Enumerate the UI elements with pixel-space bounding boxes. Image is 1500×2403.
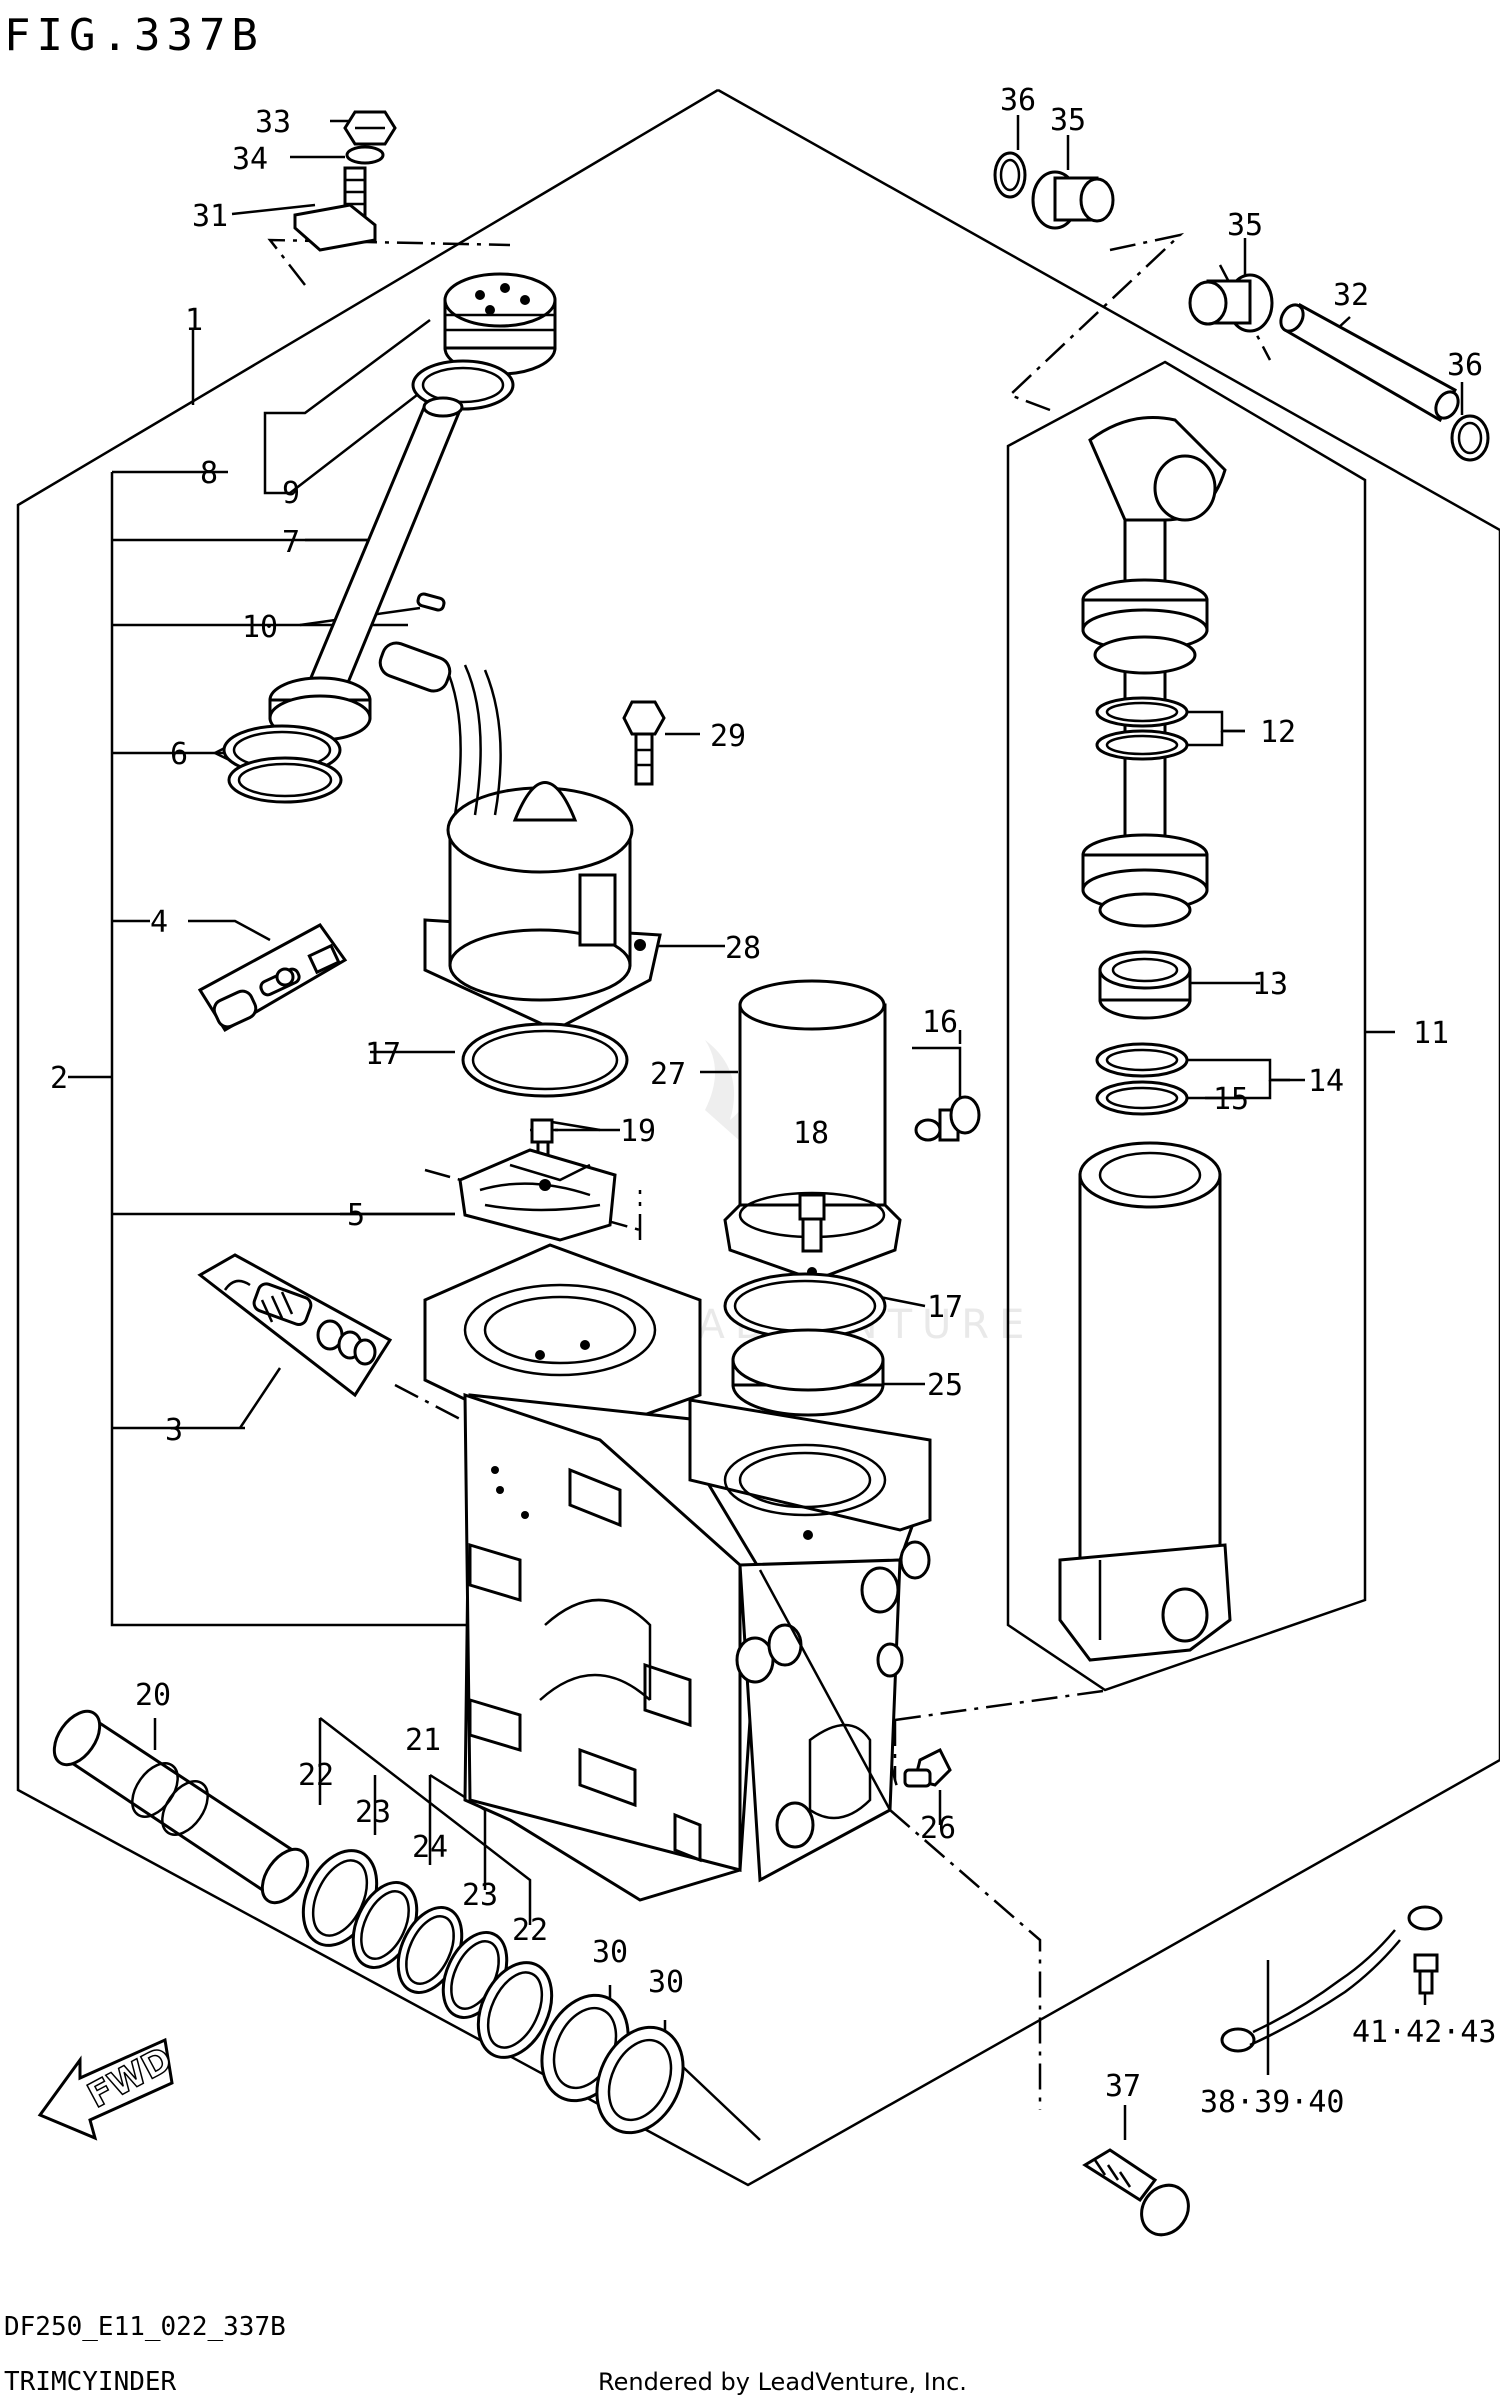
part-35-bushing-lower <box>1188 273 1274 333</box>
callout-38-39-40: 38·39·40 <box>1200 2085 1345 2120</box>
part-10-pin <box>416 592 446 612</box>
svg-text:FWD: FWD <box>81 2039 178 2116</box>
callout-29: 29 <box>710 719 746 754</box>
callout-6: 6 <box>170 737 188 772</box>
callout-9: 9 <box>282 476 300 511</box>
callout-30-left: 30 <box>592 1935 628 1970</box>
callout-5: 5 <box>347 1198 365 1233</box>
part-8-cap <box>443 272 557 376</box>
rendered-by-credit: Rendered by LeadVenture, Inc. <box>598 2368 967 2396</box>
callout-3: 3 <box>165 1413 183 1448</box>
callout-17-upper: 17 <box>365 1037 401 1072</box>
callout-36-upper: 36 <box>1000 83 1036 118</box>
assembly-boundary-main <box>16 88 1500 2187</box>
callout-28: 28 <box>725 931 761 966</box>
callout-14: 14 <box>1308 1064 1344 1099</box>
part-30-washer-b <box>595 2025 685 2135</box>
callout-labels: 1 2 3 4 5 6 7 8 9 10 11 12 13 14 15 16 1… <box>50 83 1497 2120</box>
fwd-arrow-icon: FWD <box>37 2037 179 2141</box>
part-36-snap-ring-lower <box>1450 414 1490 462</box>
part-37-bolt <box>1082 2148 1190 2237</box>
part-20-shaft <box>52 1709 310 1905</box>
part-27-reservoir <box>723 979 902 1282</box>
callout-21: 21 <box>405 1723 441 1758</box>
figure-title: FIG.337B <box>4 10 264 61</box>
callout-16: 16 <box>922 1005 958 1040</box>
part-2-pump-housing <box>423 1243 932 1902</box>
part-34-washer <box>345 145 385 165</box>
callout-12: 12 <box>1260 715 1296 750</box>
callout-32: 32 <box>1333 278 1369 313</box>
part-32-pin <box>1279 302 1460 423</box>
part-17-o-ring-lower <box>723 1272 887 1340</box>
callout-35-lower: 35 <box>1227 208 1263 243</box>
part-4-valve <box>197 923 348 1033</box>
part-36-snap-ring-upper <box>993 151 1027 199</box>
callout-2: 2 <box>50 1061 68 1096</box>
part-29-bolt <box>622 700 666 786</box>
callout-35-upper: 35 <box>1050 103 1086 138</box>
part-11-piston-rod <box>1081 416 1227 928</box>
callout-27: 27 <box>650 1057 686 1092</box>
callout-11: 11 <box>1413 1016 1449 1051</box>
assembly-boundary-cylinder <box>1006 360 1367 1692</box>
callout-7: 7 <box>282 525 300 560</box>
callout-10: 10 <box>242 610 278 645</box>
part-17-o-ring-upper <box>461 1022 629 1098</box>
part-26-bolt <box>903 1747 952 1788</box>
callout-18: 18 <box>793 1116 829 1151</box>
callout-36-lower: 36 <box>1447 348 1483 383</box>
part-13-bushing <box>1098 950 1192 1020</box>
part-3-valve-kit <box>197 1253 393 1398</box>
part-15-o-ring <box>1095 1080 1189 1116</box>
part-35-bushing-upper <box>1031 170 1115 230</box>
part-28-motor <box>378 641 662 1032</box>
model-code: DF250_E11_022_337B <box>4 2312 286 2342</box>
callout-22-left: 22 <box>298 1758 334 1793</box>
callout-24: 24 <box>412 1830 448 1865</box>
callout-15: 15 <box>1213 1082 1249 1117</box>
callout-22-right: 22 <box>512 1913 548 1948</box>
part-41-screw <box>1413 1953 1439 1995</box>
callout-20: 20 <box>135 1678 171 1713</box>
part-22-ring-b <box>476 1961 554 2059</box>
part-14-seal-kit <box>1095 1042 1189 1078</box>
callout-4: 4 <box>150 905 168 940</box>
callout-37: 37 <box>1105 2069 1141 2104</box>
callout-26: 26 <box>920 1811 956 1846</box>
part-16-plug <box>914 1095 981 1142</box>
part-5-plate <box>458 1148 617 1242</box>
callout-17-lower: 17 <box>927 1290 963 1325</box>
callout-19: 19 <box>620 1114 656 1149</box>
callout-1: 1 <box>185 303 203 338</box>
part-25-filter <box>731 1328 885 1417</box>
section-name: TRIMCYINDER <box>4 2367 177 2397</box>
callout-13: 13 <box>1252 967 1288 1002</box>
part-18-screw <box>798 1193 826 1253</box>
callout-23-right: 23 <box>462 1878 498 1913</box>
part-38-ground-wire <box>1220 1905 1443 2053</box>
callout-23-left: 23 <box>355 1795 391 1830</box>
callout-31: 31 <box>192 199 228 234</box>
part-12-rings <box>1095 696 1189 761</box>
callout-41-42-43: 41·42·43 <box>1352 2015 1497 2050</box>
part-11-trim-cylinder <box>1058 1141 1232 1662</box>
part-31-stud-flange <box>293 166 377 252</box>
callout-34: 34 <box>232 142 268 177</box>
callout-30-right: 30 <box>648 1965 684 2000</box>
callout-33: 33 <box>255 105 291 140</box>
callout-8: 8 <box>200 456 218 491</box>
part-6-seal <box>222 676 372 804</box>
part-33-nut <box>343 110 397 146</box>
callout-25: 25 <box>927 1368 963 1403</box>
